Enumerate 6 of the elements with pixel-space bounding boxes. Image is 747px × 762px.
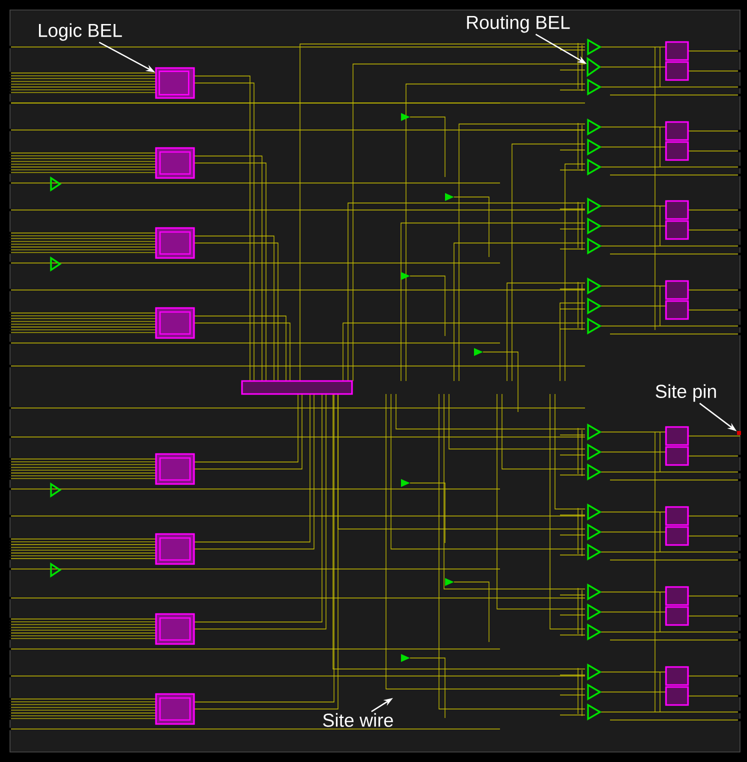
- logic-bel-box: [155, 67, 195, 99]
- callout-text: Routing BEL: [467, 15, 570, 33]
- callout-text: Logic BEL: [38, 23, 122, 41]
- callout-text: Site wire: [323, 713, 393, 727]
- callout-text: Site pin: [656, 384, 716, 402]
- site-pin: [737, 431, 741, 435]
